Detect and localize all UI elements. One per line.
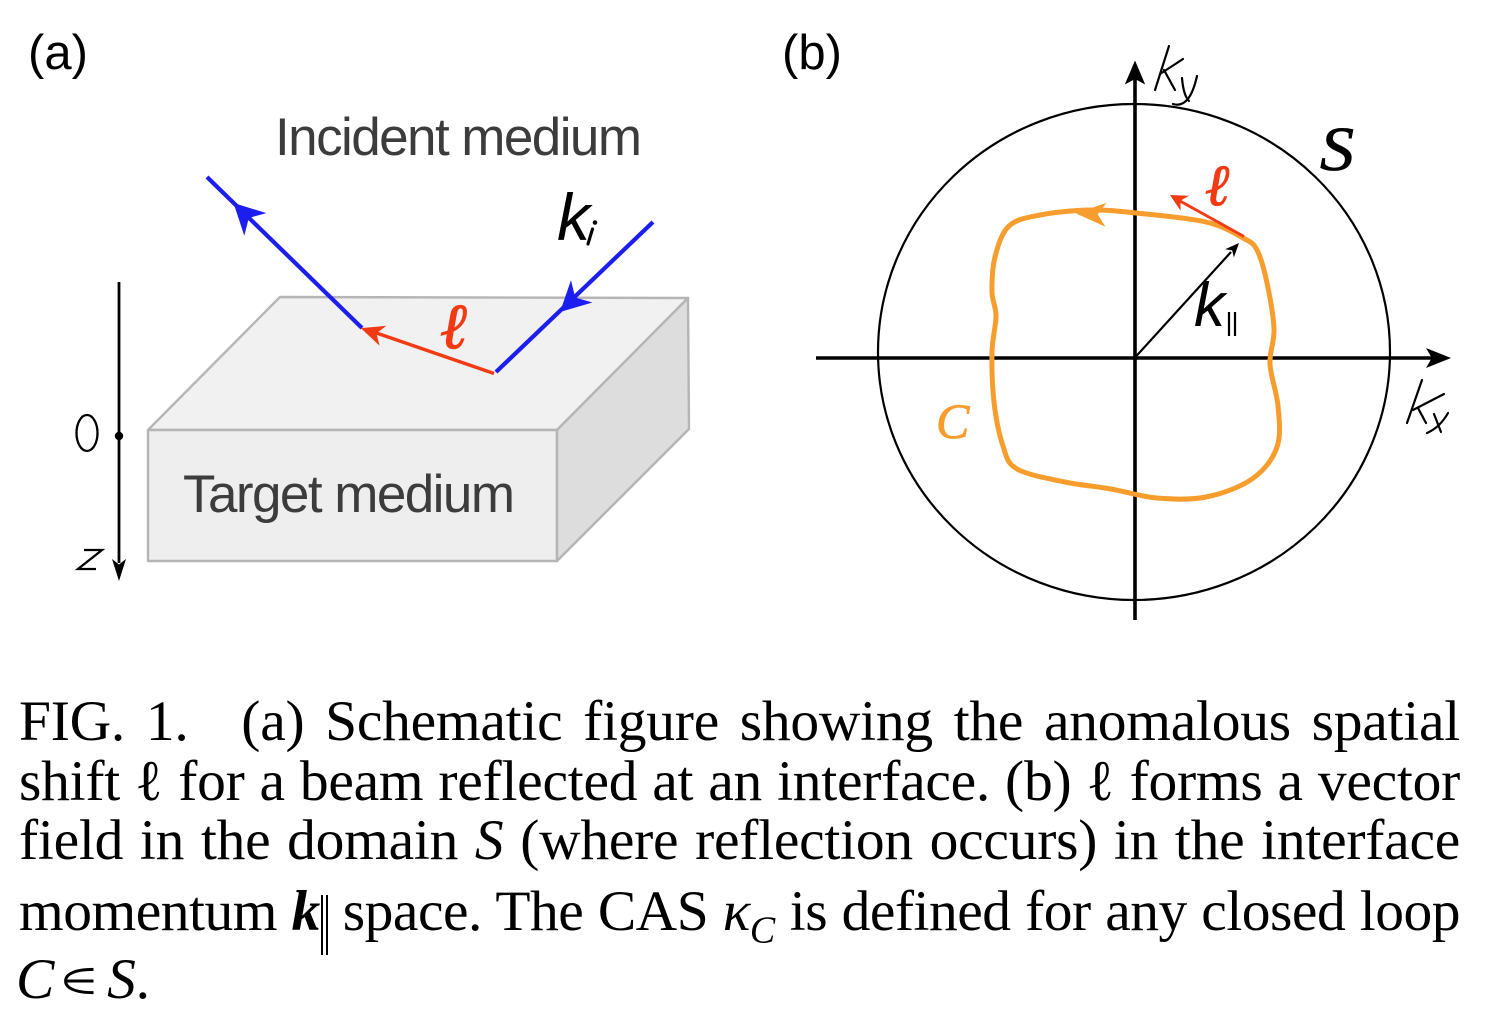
svg-text:S: S [1320,116,1354,184]
svg-text:Incident medium: Incident medium [275,108,642,167]
svg-text:C: C [936,393,970,449]
svg-text:k: k [557,180,593,254]
svg-text:ℓ: ℓ [440,291,467,362]
svg-text:(a): (a) [28,26,88,80]
svg-text:ℓ: ℓ [1205,153,1229,218]
svg-text:k: k [1194,271,1228,340]
svg-text:(b): (b) [782,26,842,80]
svg-text:Target medium: Target medium [183,465,515,524]
